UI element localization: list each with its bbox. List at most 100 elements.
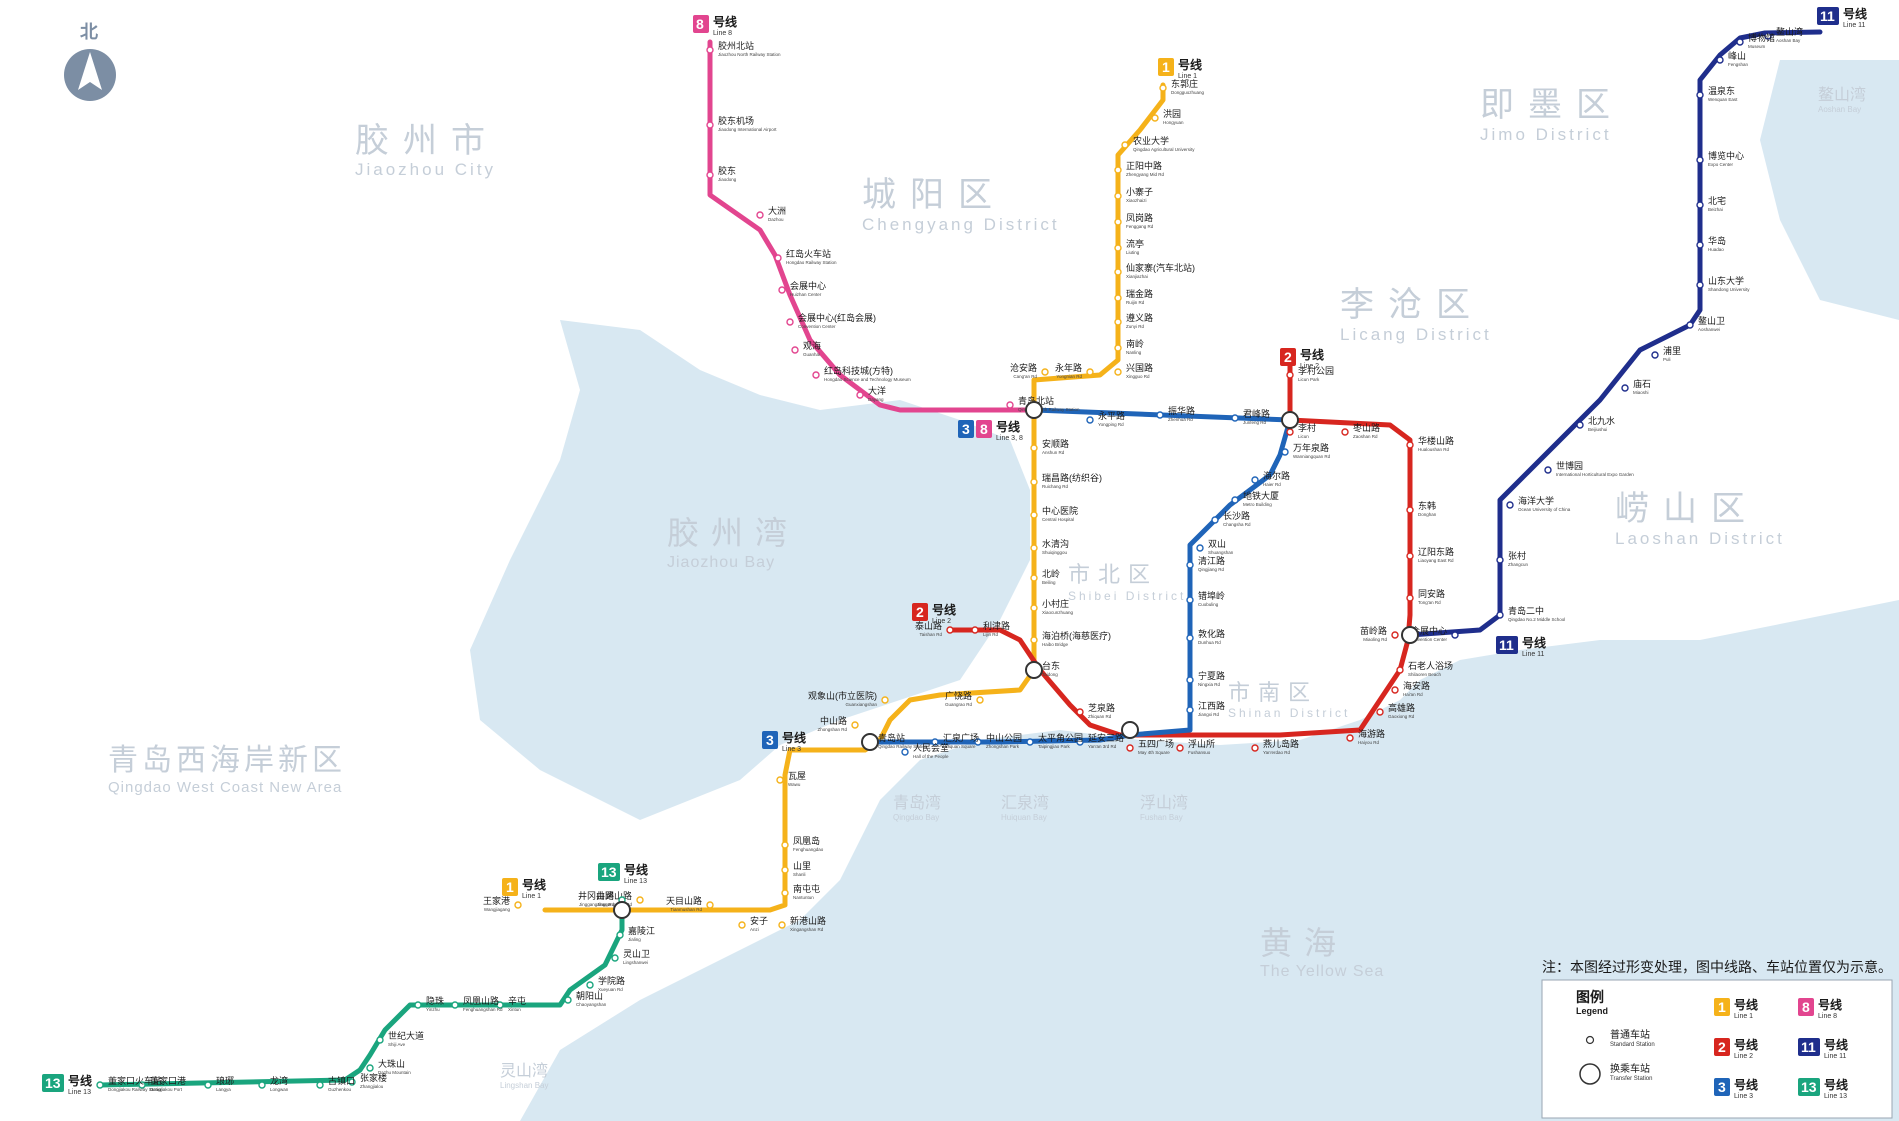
badge-line-13-south[interactable]: 13 号线 Line 13 (42, 1073, 92, 1096)
badge-line-2-top[interactable]: 2 号线 Line 2 (1280, 347, 1324, 370)
badge-line-11-south[interactable]: 11 号线 Line 11 (1496, 635, 1546, 658)
badge-line-8-top[interactable]: 8 号线 Line 8 (693, 14, 737, 37)
station-l1_north-15[interactable]: 瑞昌路(纺织谷)Ruichang Rd (1030, 472, 1102, 489)
badge-line-2-west[interactable]: 2 号线 Line 2 (912, 602, 956, 625)
station-l8-8[interactable]: 红岛科技城(方特)Hongdao Science and Technology … (812, 365, 911, 382)
station-l1_south-1[interactable]: 观象山(市立医院)Guanxiangshan (808, 690, 889, 707)
transfer-miaoling[interactable] (1401, 626, 1419, 644)
transfer-jinggangshan[interactable] (613, 901, 631, 919)
transfer-qingdao-north[interactable] (1025, 401, 1043, 419)
station-l8-6[interactable]: 会展中心(红岛会展)Convention Center (786, 312, 876, 329)
badge-line-11-top[interactable]: 11 号线 Line 11 (1817, 6, 1867, 29)
badge-line-3-8[interactable]: 3 8 号线 Line 3, 8 (958, 419, 1023, 442)
station-l1_north-20[interactable]: 海泊桥(海慈医疗)Haibo Bridge (1030, 630, 1111, 647)
station-l1_north-7[interactable]: 仙家寨(汽车北站)Xianjiazhai (1114, 262, 1195, 279)
badge-line-13-north[interactable]: 13 号线 Line 13 (598, 862, 648, 885)
